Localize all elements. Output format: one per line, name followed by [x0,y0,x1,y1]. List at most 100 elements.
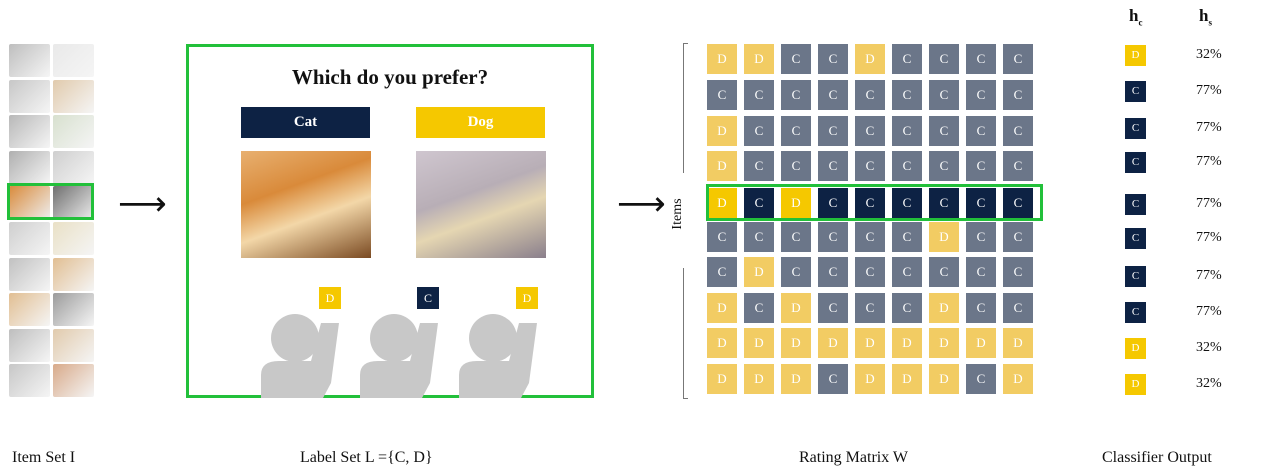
item-thumbnail [9,150,50,184]
matrix-cell: C [743,292,775,324]
matrix-cell: D [706,327,738,359]
item-thumbnail [53,293,94,327]
matrix-cell: D [1002,363,1034,395]
item-thumbnail [9,44,50,77]
matrix-cell: D [780,363,812,395]
item-thumbnail [53,79,94,113]
matrix-cell: D [706,150,738,182]
option-dog-label: Dog [416,107,545,138]
item-thumbnail [9,257,50,291]
item-thumbnail [9,328,50,362]
matrix-cell: C [965,79,997,111]
matrix-cell: C [965,363,997,395]
item-thumbnail [9,79,50,113]
item-thumbnail [53,186,94,220]
vote-badge: C [417,287,439,309]
matrix-cell: C [780,115,812,147]
dog-photo [416,151,546,258]
matrix-cell: C [891,221,923,253]
classifier-score: 77% [1196,83,1222,98]
classifier-label-badge: C [1125,266,1146,287]
matrix-cell: C [1002,187,1034,219]
matrix-cell: C [891,150,923,182]
matrix-cell: C [780,43,812,75]
items-axis-label: Items [670,198,685,230]
matrix-cell: C [1002,43,1034,75]
matrix-cell: C [817,43,849,75]
item-thumbnail-pair [9,186,94,220]
matrix-cell: D [706,292,738,324]
matrix-cell: C [817,79,849,111]
matrix-cell: C [817,115,849,147]
matrix-cell: C [854,115,886,147]
matrix-cell: D [854,43,886,75]
matrix-cell: C [854,256,886,288]
item-thumbnail-pair [9,44,94,77]
item-thumbnail [53,44,94,77]
matrix-cell: C [891,292,923,324]
caption-classifier-output: Classifier Output [1102,449,1212,466]
matrix-cell: D [743,363,775,395]
item-thumbnail [9,186,50,220]
matrix-cell: D [780,292,812,324]
matrix-cell: D [1002,327,1034,359]
classifier-label-badge: C [1125,302,1146,323]
matrix-cell: D [706,363,738,395]
matrix-cell: C [965,150,997,182]
classifier-score: 77% [1196,230,1222,245]
matrix-cell: C [928,79,960,111]
matrix-cell: D [928,363,960,395]
matrix-cell: D [743,256,775,288]
item-thumbnail-pair [9,222,94,255]
matrix-cell: D [706,187,738,219]
matrix-cell: C [817,256,849,288]
cat-photo [241,151,371,258]
classifier-score: 32% [1196,47,1222,62]
matrix-cell: D [743,43,775,75]
matrix-cell: C [854,79,886,111]
matrix-cell: C [780,221,812,253]
item-thumbnail [9,364,50,398]
arrow-right-icon: ⟶ [118,184,167,224]
classifier-label-badge: C [1125,118,1146,139]
matrix-cell: C [928,43,960,75]
header-hc: hc [1129,6,1143,28]
matrix-cell: C [1002,292,1034,324]
matrix-cell: C [817,363,849,395]
classifier-label-badge: C [1125,228,1146,249]
item-set-strip [9,44,94,400]
item-thumbnail [9,222,50,255]
matrix-cell: C [928,256,960,288]
matrix-cell: C [854,187,886,219]
matrix-cell: C [743,187,775,219]
matrix-cell: C [743,79,775,111]
matrix-cell: C [706,256,738,288]
matrix-cell: C [780,79,812,111]
item-thumbnail-pair [9,257,94,291]
matrix-cell: C [743,150,775,182]
annotator-icon [360,314,438,398]
classifier-score: 32% [1196,340,1222,355]
annotator-icon [459,314,537,398]
caption-item-set: Item Set I [12,449,76,466]
item-thumbnail [9,115,50,149]
item-thumbnail [53,257,94,291]
classifier-score: 32% [1196,376,1222,391]
arrow-right-icon: ⟶ [617,184,666,224]
matrix-cell: C [854,292,886,324]
matrix-cell: C [817,187,849,219]
option-cat-label: Cat [241,107,370,138]
caption-label-set: Label Set L ={C, D} [300,449,433,466]
classifier-score: 77% [1196,196,1222,211]
annotator-icon [261,314,339,398]
caption-rating-matrix: Rating Matrix W [799,449,909,466]
matrix-cell: D [928,292,960,324]
item-thumbnail [53,115,94,149]
matrix-cell: C [854,150,886,182]
classifier-label-badge: D [1125,45,1146,66]
classifier-label-badge: D [1125,338,1146,359]
matrix-cell: D [706,115,738,147]
item-thumbnail [53,364,94,398]
matrix-cell: C [817,150,849,182]
